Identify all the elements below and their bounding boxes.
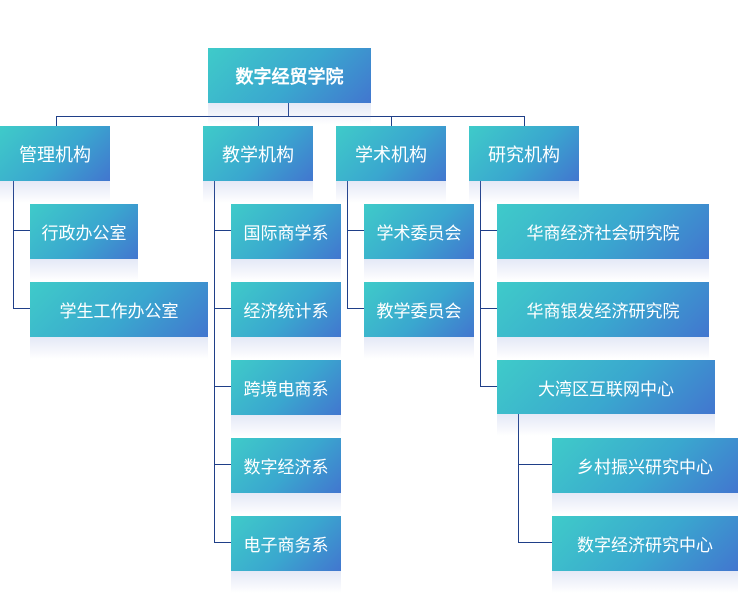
connector-to-academic	[391, 116, 392, 126]
node-digital-economy-dept: 数字经济系	[231, 438, 341, 515]
dept-management: 管理机构	[0, 126, 110, 203]
connector-teaching-3	[214, 386, 231, 387]
connector-center-trunk	[518, 414, 519, 543]
connector-research-3	[480, 386, 497, 387]
node-econ-stats-dept: 经济统计系	[231, 282, 341, 359]
connector-mgmt-trunk	[13, 181, 14, 309]
connector-to-mgmt	[56, 116, 57, 126]
node-bay-area-internet-center: 大湾区互联网中心	[497, 360, 715, 436]
connector-teaching-2	[214, 308, 231, 309]
connector-research-1	[480, 230, 497, 231]
connector-teaching-trunk	[214, 181, 215, 543]
node-rural-revitalization-center: 乡村振兴研究中心	[552, 438, 738, 515]
node-teaching-committee: 教学委员会	[364, 282, 474, 359]
dept-teaching: 教学机构	[203, 126, 313, 203]
connector-research-2	[480, 308, 497, 309]
root-node: 数字经贸学院	[208, 48, 371, 125]
node-ecommerce-dept: 电子商务系	[231, 516, 341, 593]
node-academic-committee: 学术委员会	[364, 204, 474, 281]
connector-academic-trunk	[347, 181, 348, 309]
node-huashang-social-institute: 华商经济社会研究院	[497, 204, 709, 281]
connector-teaching-4	[214, 464, 231, 465]
node-intl-business-dept: 国际商学系	[231, 204, 341, 281]
connector-mgmt-2	[13, 308, 30, 309]
connector-mgmt-1	[13, 230, 30, 231]
dept-research: 研究机构	[469, 126, 579, 203]
dept-academic: 学术机构	[336, 126, 446, 203]
connector-teaching-5	[214, 542, 231, 543]
node-cross-border-ecom-dept: 跨境电商系	[231, 360, 341, 437]
connector-academic-1	[347, 230, 364, 231]
node-digital-economy-center: 数字经济研究中心	[552, 516, 738, 593]
connector-root-down	[288, 103, 289, 116]
connector-to-research	[524, 116, 525, 126]
connector-academic-2	[347, 308, 364, 309]
node-admin-office: 行政办公室	[30, 204, 138, 281]
connector-center-2	[518, 542, 552, 543]
connector-to-teaching	[258, 116, 259, 126]
node-huashang-silver-institute: 华商银发经济研究院	[497, 282, 709, 359]
connector-research-trunk	[480, 181, 481, 387]
node-student-affairs-office: 学生工作办公室	[30, 282, 208, 359]
connector-top-bus	[56, 116, 525, 117]
connector-teaching-1	[214, 230, 231, 231]
connector-center-1	[518, 464, 552, 465]
